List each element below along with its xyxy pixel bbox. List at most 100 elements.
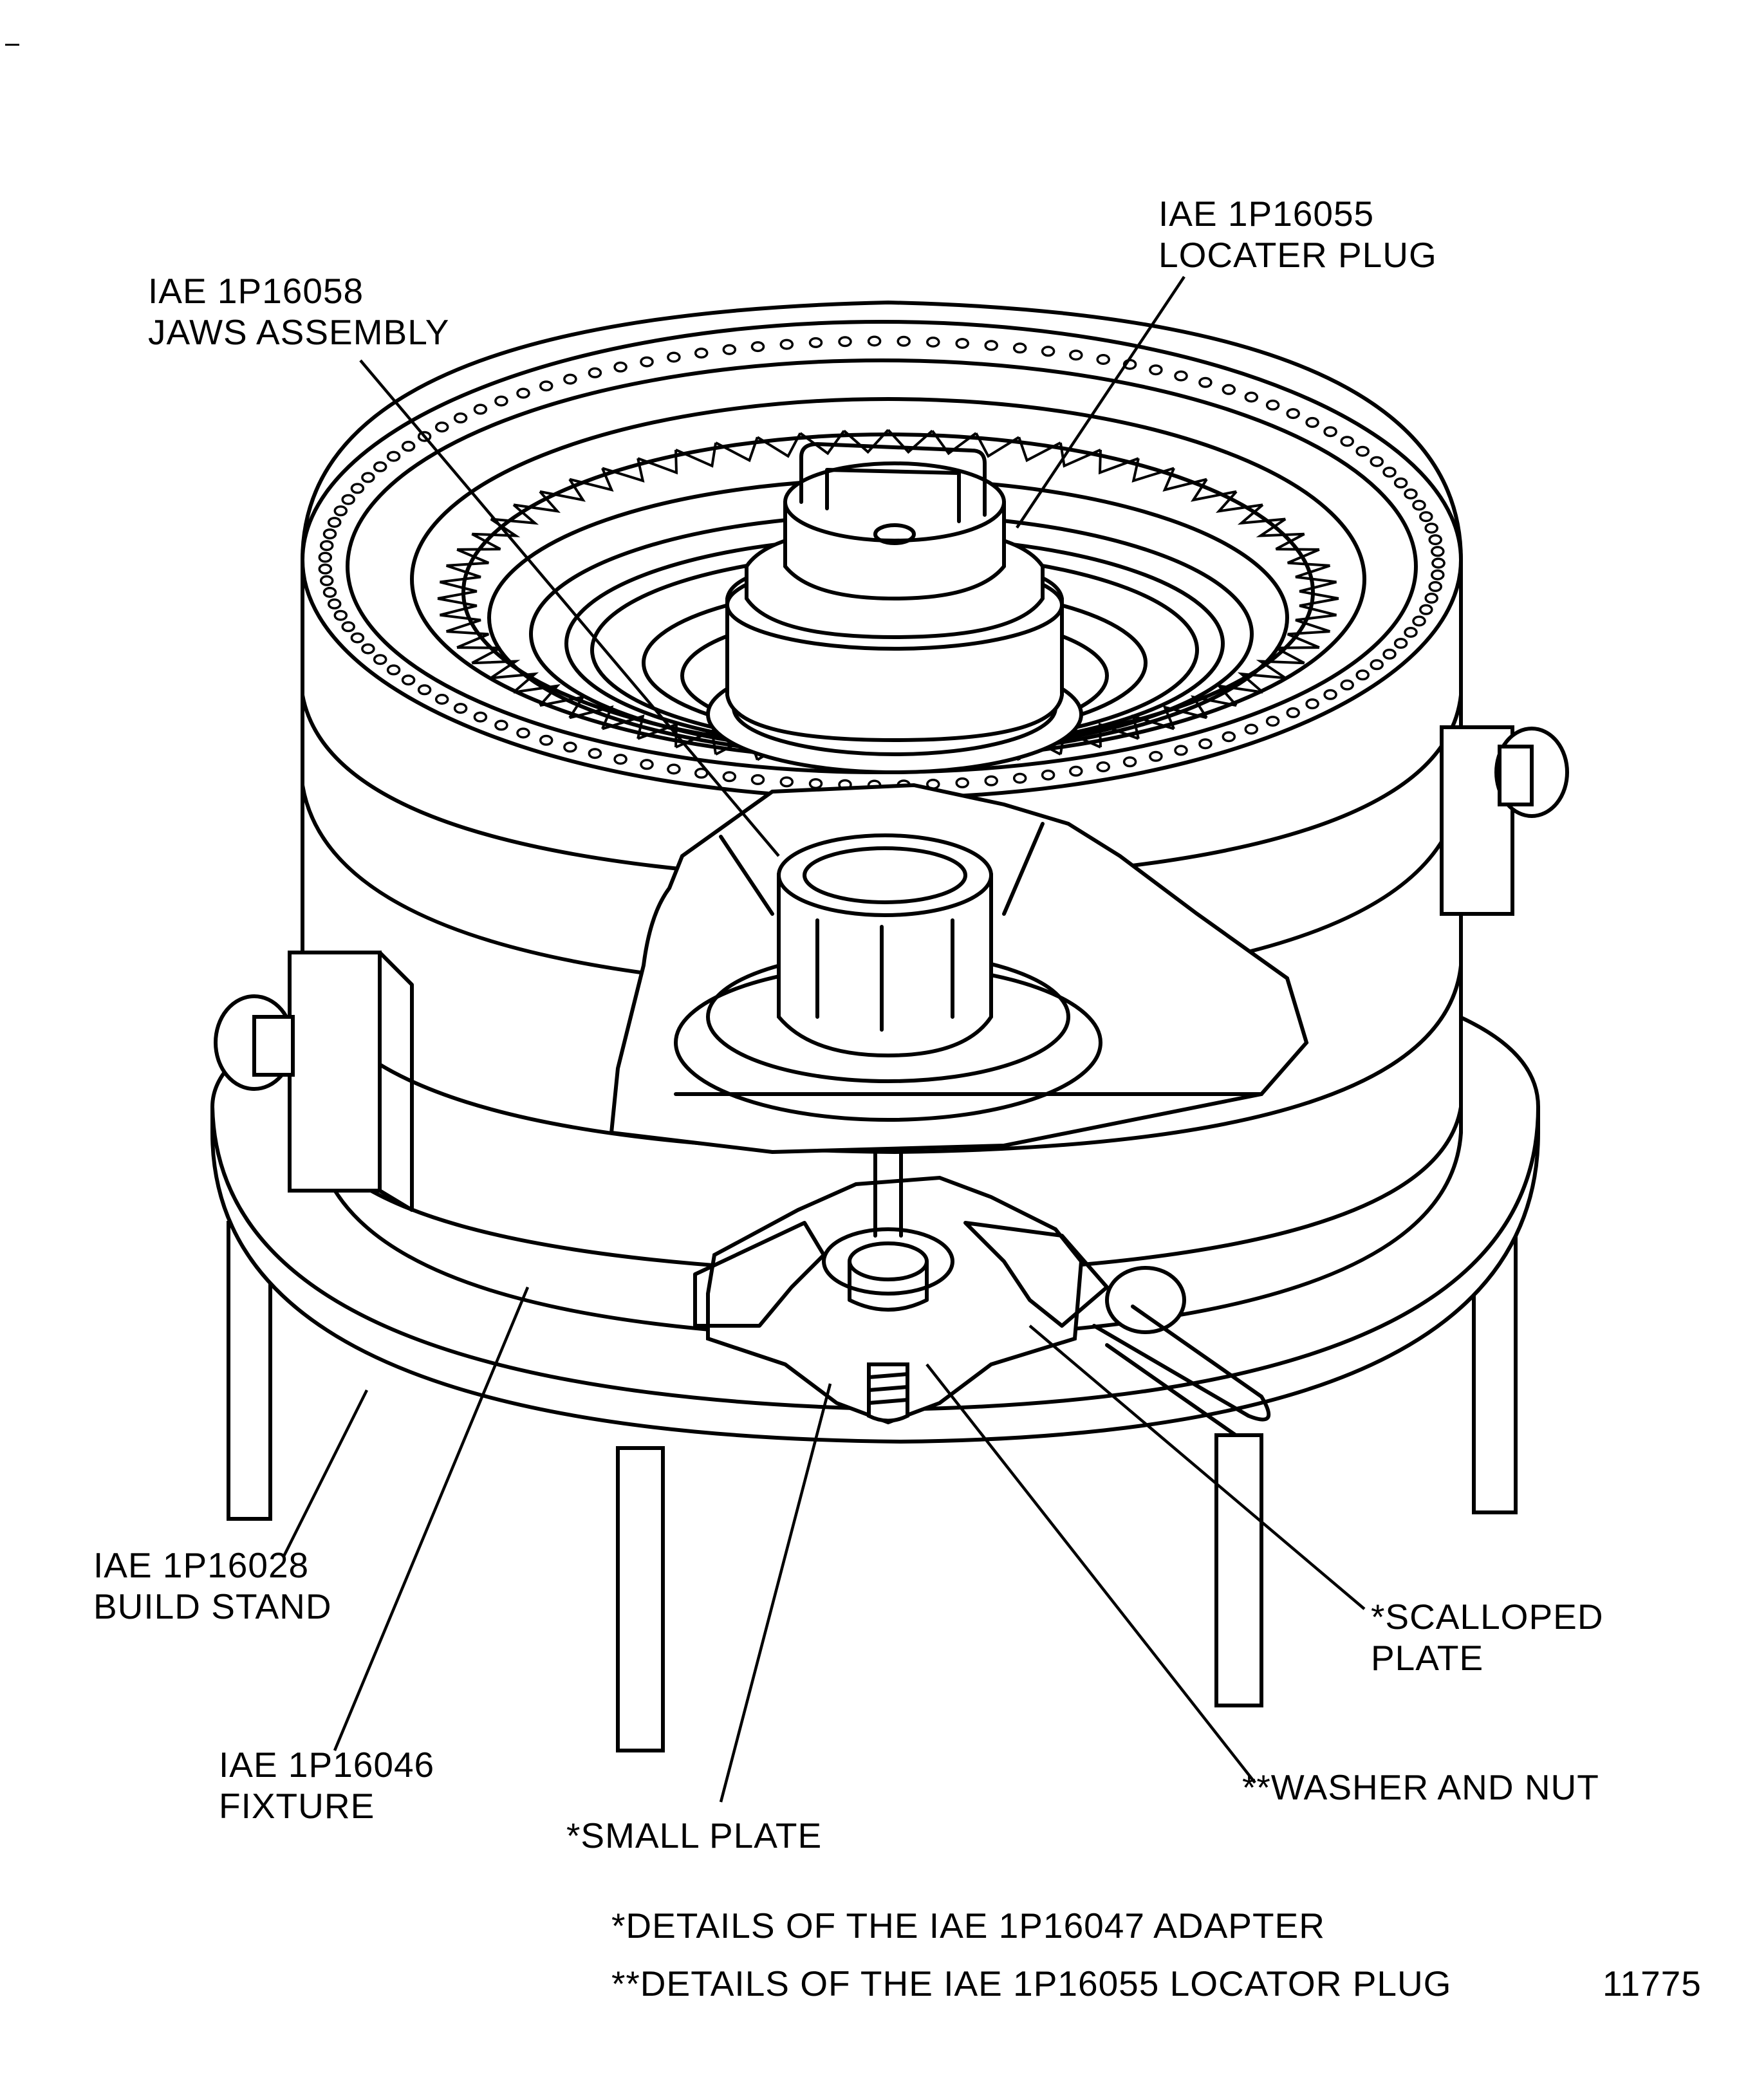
- bolt-hole: [667, 763, 681, 775]
- blade-tooth: [1018, 436, 1061, 463]
- locater-plug: [706, 442, 1083, 774]
- bolt-hole: [1174, 370, 1188, 382]
- blade-tooth: [1299, 581, 1339, 600]
- blade-tooth: [1131, 458, 1175, 483]
- bolt-hole: [1431, 569, 1445, 581]
- bolt-hole: [1265, 716, 1280, 727]
- bolt-hole: [341, 621, 355, 633]
- flange-bolt-holes: [318, 335, 1446, 791]
- note-adapter: *DETAILS OF THE IAE 1P16047 ADAPTER: [611, 1906, 1325, 1946]
- bolt-hole: [808, 337, 823, 348]
- blade-tooth: [1215, 490, 1263, 513]
- side-knob-left: [214, 951, 414, 1212]
- blade-tooth: [569, 467, 614, 492]
- bolt-hole: [1382, 467, 1397, 478]
- bolt-hole: [984, 775, 998, 786]
- blade-tooth: [1162, 705, 1207, 730]
- bolt-hole: [1041, 769, 1055, 781]
- bolt-hole: [319, 575, 334, 586]
- bolt-hole: [327, 598, 342, 609]
- blade-tooth: [490, 672, 539, 694]
- blade-tooth: [1256, 660, 1305, 680]
- bolt-hole: [1428, 581, 1442, 592]
- bolt-hole: [1222, 384, 1236, 395]
- bolt-hole: [1424, 523, 1438, 534]
- blade-tooth: [1215, 684, 1263, 707]
- bolt-hole: [494, 720, 508, 731]
- blade-tooth: [1190, 478, 1237, 502]
- bolt-hole: [588, 748, 602, 759]
- bolt-hole: [1419, 604, 1433, 615]
- leader-lines: [281, 275, 1366, 1803]
- callout-jaws-assembly: IAE 1P16058 JAWS ASSEMBLY: [148, 270, 449, 353]
- bolt-hole: [350, 483, 365, 494]
- bolt-hole: [694, 348, 709, 359]
- bolt-hole: [1265, 399, 1280, 411]
- bolt-hole: [955, 338, 969, 349]
- blade-tooth: [437, 581, 478, 600]
- bolt-hole: [779, 776, 794, 788]
- bolt-hole: [1370, 659, 1384, 671]
- bolt-hole: [539, 380, 553, 392]
- bolt-hole: [1012, 342, 1027, 354]
- blade-tooth: [675, 442, 718, 468]
- bolt-hole: [539, 734, 553, 746]
- bolt-hole: [1355, 669, 1370, 681]
- bolt-hole: [318, 563, 333, 575]
- blade-tooth: [637, 449, 678, 475]
- bolt-hole: [1340, 436, 1354, 447]
- bolt-hole: [1323, 426, 1337, 438]
- bolt-hole: [1041, 346, 1055, 357]
- bolt-hole: [386, 451, 401, 462]
- bolt-hole: [1404, 488, 1418, 499]
- bolt-hole: [1096, 761, 1110, 772]
- blade-tooth: [539, 478, 586, 502]
- bolt-hole: [473, 711, 488, 723]
- bolt-hole: [1096, 354, 1110, 365]
- callout-scalloped-plate: *SCALLOPED PLATE: [1371, 1596, 1604, 1678]
- figure-number: 11775: [1603, 1964, 1702, 2003]
- bolt-hole: [926, 337, 940, 348]
- blade-tooth: [472, 660, 521, 680]
- bolt-hole: [667, 351, 681, 363]
- bolt-hole: [1431, 546, 1445, 557]
- bolt-hole: [516, 387, 530, 399]
- bolt-hole: [1424, 592, 1438, 604]
- callout-line-2: PLATE: [1371, 1638, 1484, 1678]
- callout-part-number: IAE 1P16028: [93, 1545, 310, 1585]
- bolt-hole: [867, 335, 882, 347]
- bolt-hole: [361, 472, 375, 483]
- callout-part-number: IAE 1P16055: [1158, 194, 1375, 234]
- bolt-hole: [613, 754, 628, 765]
- blade-tooth: [1237, 503, 1286, 525]
- blade-tooth: [602, 458, 645, 483]
- lifting-handle: [1092, 1266, 1271, 1437]
- bolt-hole: [322, 528, 337, 540]
- blade-tooth: [437, 597, 478, 617]
- bolt-hole: [386, 664, 401, 676]
- callout-part-name: LOCATER PLUG: [1158, 235, 1437, 275]
- side-knob-right: [1440, 725, 1569, 916]
- bolt-hole: [341, 494, 355, 505]
- blade-tooth: [440, 613, 481, 633]
- bolt-hole: [434, 422, 449, 432]
- bolt-hole: [319, 540, 334, 552]
- blade-tooth: [1059, 442, 1101, 468]
- bolt-hole: [1382, 648, 1397, 660]
- bolt-hole: [1286, 707, 1300, 718]
- blade-tooth: [602, 714, 645, 739]
- bolt-hole: [1323, 689, 1337, 700]
- blade-tooth: [1256, 517, 1305, 537]
- blade-tooth: [513, 490, 561, 513]
- blade-tooth: [1287, 630, 1330, 649]
- bolt-hole: [640, 356, 654, 367]
- callout-locater-plug: IAE 1P16055 LOCATER PLUG: [1158, 193, 1437, 275]
- bolt-hole: [640, 759, 654, 770]
- bolt-hole: [1122, 756, 1137, 768]
- blade-tooth: [1299, 597, 1339, 617]
- bolt-hole: [1428, 534, 1442, 546]
- bolt-hole: [808, 778, 823, 790]
- blade-tooth: [1162, 467, 1207, 492]
